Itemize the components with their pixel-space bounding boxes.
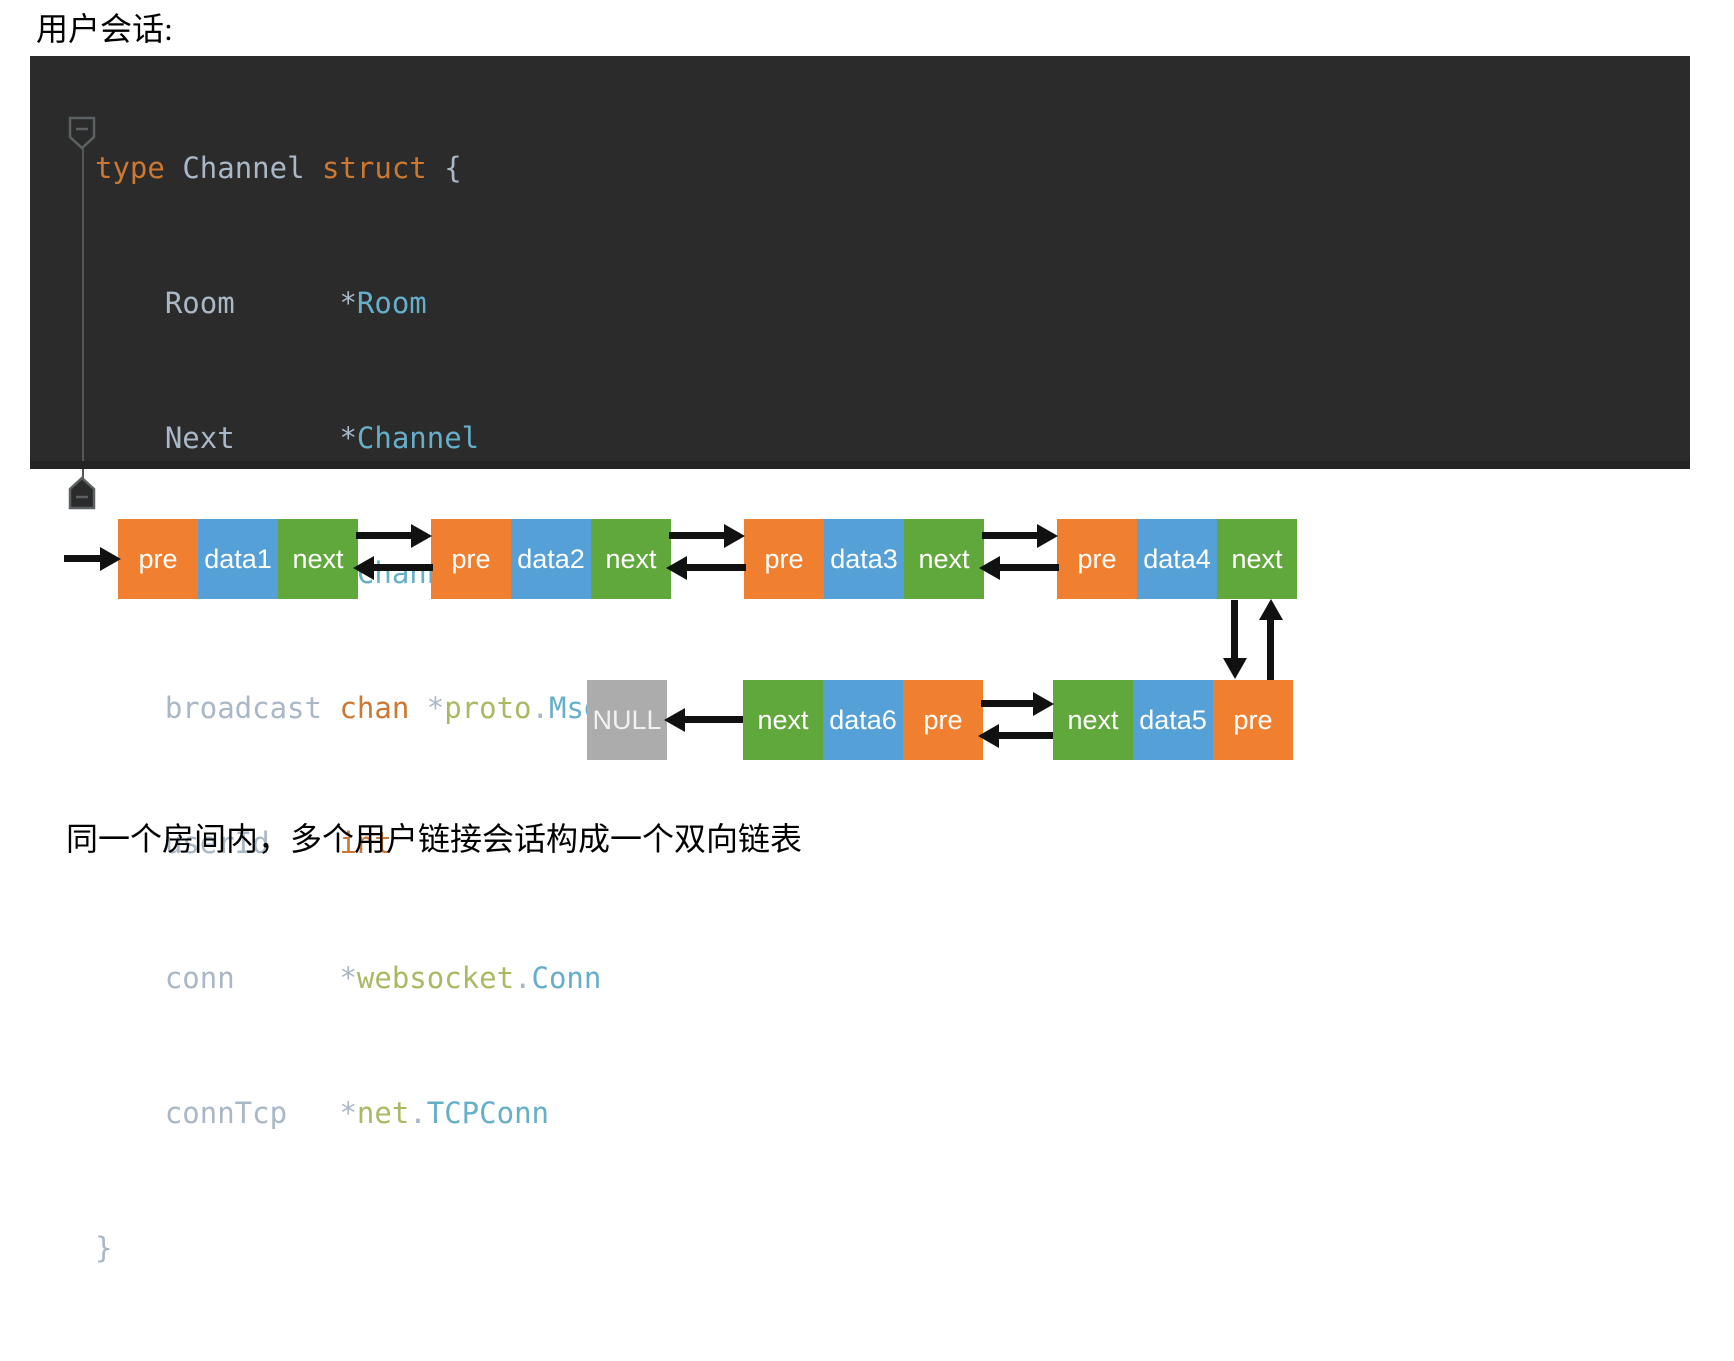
code-editor-block: type Channel struct { Room *Room Next *C…	[30, 56, 1690, 1265]
code-token: *	[426, 691, 445, 725]
code-token: connTcp	[95, 1096, 340, 1130]
prev-arrow-4-3	[1000, 564, 1059, 571]
list-node-6: next data6 pre	[743, 680, 983, 760]
code-line: connTcp *net.TCPConn	[95, 1091, 601, 1136]
code-token: net	[356, 1096, 410, 1130]
code-line: broadcast chan *proto.Msg	[95, 686, 602, 731]
node1-next-cell: next	[278, 519, 358, 599]
code-token: }	[95, 1231, 113, 1265]
node6-pre-cell: pre	[903, 680, 983, 760]
list-node-2: pre data2 next	[431, 519, 671, 599]
next-arrow-3-4	[982, 532, 1037, 539]
head-pointer-arrow	[64, 555, 100, 562]
node2-pre-cell: pre	[431, 519, 511, 599]
list-node-3: pre data3 next	[744, 519, 984, 599]
fold-guide-line	[82, 148, 84, 480]
node1-pre-cell: pre	[118, 519, 198, 599]
code-token: int	[339, 826, 392, 860]
diagram-caption: 同一个房间内，多个用户链接会话构成一个双向链表	[66, 821, 803, 857]
code-token: chan	[339, 691, 410, 725]
code-line: type Channel struct {	[95, 146, 601, 191]
null-box: NULL	[587, 680, 667, 760]
code-token: .	[531, 691, 549, 725]
code-token: Room	[95, 286, 340, 320]
code-token: conn	[95, 961, 340, 995]
code-token: Next	[95, 421, 340, 455]
code-token: TCPConn	[426, 1096, 549, 1130]
node4-data-cell: data4	[1137, 519, 1217, 599]
node1-data-cell: data1	[198, 519, 278, 599]
code-token: userId	[95, 826, 340, 860]
code-token: .	[514, 961, 532, 995]
code-token: Channel	[182, 151, 322, 185]
code-token: websocket	[356, 961, 515, 995]
prev-arrow-6-5	[981, 700, 1033, 707]
code-token: .	[409, 1096, 427, 1130]
code-token: Channel	[356, 421, 480, 455]
code-token: *	[339, 421, 357, 455]
node4-next-cell: next	[1217, 519, 1297, 599]
node6-data-cell: data6	[823, 680, 903, 760]
next-arrow-4-5-down	[1231, 600, 1238, 658]
code-line: conn *websocket.Conn	[95, 956, 602, 1001]
node5-next-cell: next	[1053, 680, 1133, 760]
code-block-border	[30, 461, 1690, 469]
node2-next-cell: next	[591, 519, 671, 599]
prev-arrow-2-1	[374, 564, 433, 571]
code-token: type	[95, 151, 183, 185]
code-token: Conn	[531, 961, 602, 995]
node5-data-cell: data5	[1133, 680, 1213, 760]
node2-data-cell: data2	[511, 519, 591, 599]
code-token: struct	[322, 151, 445, 185]
next-arrow-1-2	[356, 532, 411, 539]
next-arrow-2-3	[669, 532, 724, 539]
code-line: Room *Room	[95, 281, 601, 326]
node4-pre-cell: pre	[1057, 519, 1137, 599]
prev-arrow-5-4-up	[1267, 620, 1274, 680]
node3-pre-cell: pre	[744, 519, 824, 599]
code-token: proto	[444, 691, 532, 725]
node3-data-cell: data3	[824, 519, 904, 599]
code-token: *	[339, 286, 357, 320]
fold-collapse-top-icon[interactable]	[68, 116, 96, 155]
next-arrow-6-null	[685, 716, 743, 723]
page-title: 用户会话:	[36, 11, 173, 47]
node3-next-cell: next	[904, 519, 984, 599]
code-line: userId int	[95, 821, 601, 866]
go-struct-code: type Channel struct { Room *Room Next *C…	[95, 56, 601, 1361]
code-token: *	[339, 961, 357, 995]
code-line: Next *Channel	[95, 416, 601, 461]
list-node-4: pre data4 next	[1057, 519, 1297, 599]
code-line: }	[95, 1226, 601, 1271]
code-token: broadcast	[95, 691, 340, 725]
prev-arrow-3-2	[687, 564, 746, 571]
list-node-5: next data5 pre	[1053, 680, 1293, 760]
list-node-1: pre data1 next	[118, 519, 358, 599]
code-token: *	[339, 1096, 357, 1130]
code-token: Room	[356, 286, 427, 320]
fold-collapse-bottom-icon[interactable]	[68, 476, 96, 515]
next-arrow-5-6	[999, 732, 1053, 739]
code-token	[409, 691, 426, 725]
node6-next-cell: next	[743, 680, 823, 760]
code-token: {	[444, 151, 462, 185]
node5-pre-cell: pre	[1213, 680, 1293, 760]
